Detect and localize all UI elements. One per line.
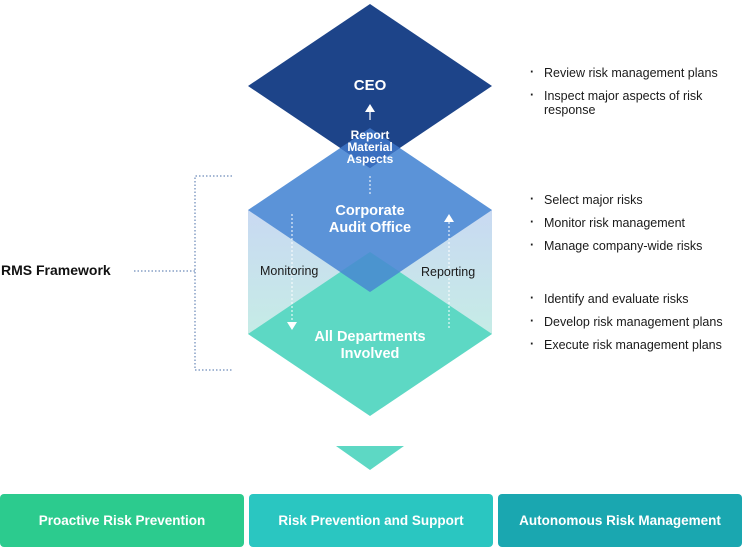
list-item: Develop risk management plans	[530, 314, 740, 329]
report-material-aspects-label: Report Material Aspects	[346, 128, 394, 166]
ceo-audit-rhombus	[340, 128, 400, 168]
audit-title: Corporate Audit Office	[328, 203, 412, 236]
framework-bracket	[194, 175, 232, 371]
list-item: Manage company-wide risks	[530, 238, 735, 253]
departments-diamond	[248, 252, 492, 416]
departments-title: All Departments Involved	[314, 329, 426, 362]
list-item: Select major risks	[530, 192, 735, 207]
reporting-arrow-icon	[444, 214, 454, 222]
departments-responsibilities: Identify and evaluate risks Develop risk…	[530, 291, 740, 361]
down-arrow-icon	[336, 446, 404, 470]
framework-label: RMS Framework	[1, 262, 111, 278]
overlap-rhombus	[340, 252, 400, 292]
audit-diamond	[248, 128, 492, 292]
reporting-label: Reporting	[421, 265, 476, 279]
monitoring-arrow-icon	[287, 322, 297, 330]
audit-responsibilities: Select major risks Monitor risk manageme…	[530, 192, 735, 262]
monitoring-label: Monitoring	[260, 264, 319, 278]
ceo-title: CEO	[353, 77, 387, 94]
ceo-diamond	[248, 4, 492, 168]
outcome-proactive-risk-prevention: Proactive Risk Prevention	[0, 494, 244, 547]
ceo-up-arrow-icon	[365, 104, 375, 112]
outcome-autonomous-risk-management: Autonomous Risk Management	[498, 494, 742, 547]
outcome-risk-prevention-support: Risk Prevention and Support	[249, 494, 493, 547]
list-item: Execute risk management plans	[530, 337, 740, 352]
list-item: Review risk management plans	[530, 65, 735, 80]
list-item: Monitor risk management	[530, 215, 735, 230]
list-item: Identify and evaluate risks	[530, 291, 740, 306]
ceo-responsibilities: Review risk management plans Inspect maj…	[530, 65, 735, 126]
